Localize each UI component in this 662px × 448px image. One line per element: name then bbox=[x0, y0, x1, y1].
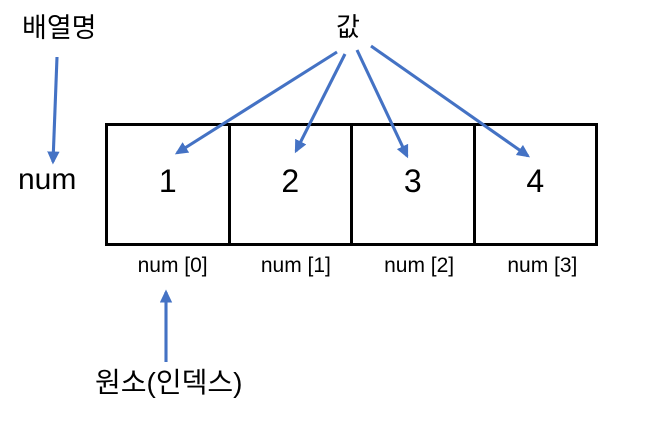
arrow-arrayname-to-num bbox=[47, 56, 60, 165]
array-cell-1: 2 bbox=[231, 126, 353, 243]
index-label-2: num [2] bbox=[384, 254, 455, 277]
array-cell-2: 3 bbox=[353, 126, 476, 243]
index-labels-row: num [0] num [1] num [2] num [3] bbox=[111, 254, 604, 278]
array-name-label: 배열명 bbox=[22, 13, 97, 43]
array-cells-box: 1 2 3 4 bbox=[105, 123, 598, 246]
array-variable-name: num bbox=[18, 163, 77, 196]
index-label-1: num [1] bbox=[260, 254, 331, 277]
value-label: 값 bbox=[336, 12, 360, 42]
array-cell-0: 1 bbox=[108, 126, 231, 243]
array-cell-3: 4 bbox=[526, 163, 545, 199]
index-label-3: num [3] bbox=[507, 254, 578, 277]
index-label-0: num [0] bbox=[137, 254, 208, 277]
element-index-label: 원소(인덱스) bbox=[95, 367, 243, 398]
